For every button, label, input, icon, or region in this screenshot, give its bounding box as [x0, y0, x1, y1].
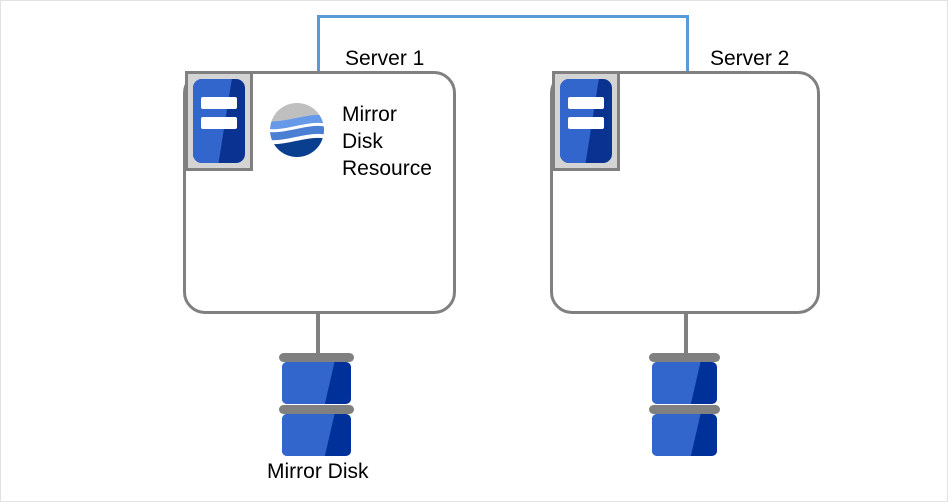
server-icon-body	[193, 79, 245, 163]
disk-bar-middle	[649, 405, 720, 414]
interconnect-top-segment	[317, 15, 689, 18]
disk-platter-top	[282, 362, 351, 404]
server-icon	[552, 71, 620, 171]
server-icon-bar-top	[568, 96, 604, 110]
server-2-label: Server 2	[710, 47, 790, 70]
disk-platter-bottom	[282, 414, 351, 456]
disk-platter-top	[652, 362, 717, 404]
resource-line-3: Resource	[342, 157, 432, 180]
disk-bar-middle	[279, 405, 354, 414]
server-icon	[185, 71, 253, 171]
interconnect-right-segment	[686, 15, 689, 73]
mirror-disk-label: Mirror Disk	[267, 460, 369, 483]
server-1-disk-connector	[316, 313, 320, 357]
interconnect-left-segment	[317, 15, 320, 73]
server-2-disk-icon	[649, 353, 720, 458]
server-icon-bar-top	[201, 96, 237, 110]
server-2-box[interactable]	[550, 71, 820, 314]
server-2-disk-connector	[684, 313, 688, 357]
server-icon-body	[560, 79, 612, 163]
disk-bar-top	[649, 353, 720, 362]
mirror-disk-resource-icon	[270, 103, 324, 157]
disk-platter-bottom	[652, 414, 717, 456]
server-1-label: Server 1	[345, 47, 425, 70]
server-1-disk-icon	[279, 353, 354, 458]
server-icon-bar-bottom	[201, 116, 237, 130]
resource-line-2: Disk	[342, 130, 383, 153]
server-icon-bar-bottom	[568, 116, 604, 130]
resource-line-1: Mirror	[342, 103, 397, 126]
disk-bar-top	[279, 353, 354, 362]
